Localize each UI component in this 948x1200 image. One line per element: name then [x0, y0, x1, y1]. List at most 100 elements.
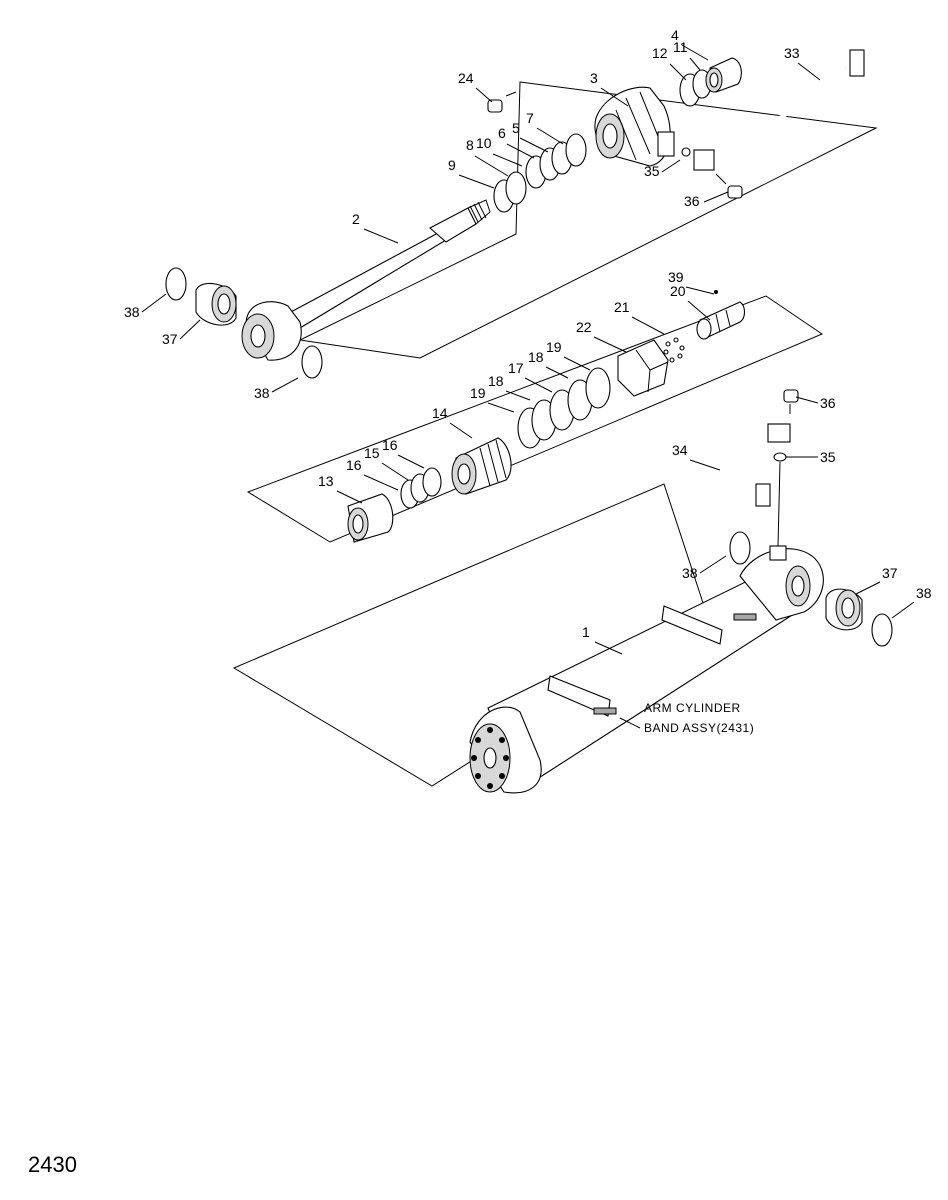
callout-c19a[interactable]: 19	[470, 385, 486, 401]
leader-line-c18a	[505, 390, 531, 401]
leader-line-c38b	[271, 377, 299, 393]
callout-c9[interactable]: 9	[448, 157, 456, 173]
callout-c19b[interactable]: 19	[546, 339, 562, 355]
nut-22[interactable]	[617, 339, 669, 397]
leader-line-c20	[687, 300, 711, 321]
callout-c20[interactable]: 20	[670, 283, 686, 299]
leader-line-c21	[631, 316, 665, 335]
bushing-4[interactable]	[705, 57, 742, 93]
leader-line-c34	[689, 459, 721, 471]
callout-c11[interactable]: 11	[673, 39, 688, 55]
ring-7[interactable]	[565, 133, 587, 167]
callout-c6[interactable]: 6	[498, 125, 506, 141]
leader-line-c38a	[141, 293, 167, 313]
bolt-24[interactable]	[487, 91, 517, 113]
leader-line-c16a	[363, 474, 399, 491]
steel-balls-21[interactable]	[663, 337, 685, 363]
callout-c12[interactable]: 12	[652, 45, 668, 61]
leader-line-c3	[600, 87, 629, 107]
callout-c37b[interactable]: 37	[882, 565, 898, 581]
cylinder-tube[interactable]	[469, 545, 824, 794]
band-assy-note-line2[interactable]: BAND ASSY(2431)	[644, 721, 754, 735]
leader-line-c38c	[699, 555, 727, 574]
callout-c15[interactable]: 15	[364, 445, 380, 461]
callout-c21[interactable]: 21	[614, 299, 630, 315]
leader-line-c33	[797, 62, 821, 81]
leader-line-c35a	[661, 159, 681, 173]
piston-rod[interactable]	[241, 199, 491, 361]
leader-line-c14	[449, 422, 473, 439]
callout-c18a[interactable]: 18	[488, 373, 504, 389]
pipe-33[interactable]	[693, 49, 865, 171]
callout-c37a[interactable]: 37	[162, 331, 178, 347]
callout-c35b[interactable]: 35	[820, 449, 836, 465]
bushing-37-rod[interactable]	[195, 282, 237, 326]
callout-c38b[interactable]: 38	[254, 385, 270, 401]
callout-c13[interactable]: 13	[318, 473, 334, 489]
leader-line-c5	[519, 137, 549, 153]
bolt-36-top[interactable]	[715, 173, 743, 199]
callout-c35a[interactable]: 35	[644, 163, 660, 179]
leader-line-c37a	[179, 319, 201, 340]
dust-seal-38-right[interactable]	[301, 345, 323, 379]
leader-line-c18b	[545, 366, 569, 379]
leader-line-c8	[474, 155, 509, 177]
callout-c33[interactable]: 33	[784, 45, 800, 61]
callout-c16a[interactable]: 16	[346, 457, 362, 473]
leader-line-c11	[689, 57, 701, 71]
callout-c17[interactable]: 17	[508, 360, 524, 376]
dust-seal-38-tube-right[interactable]	[871, 613, 893, 647]
callout-c3[interactable]: 3	[590, 70, 598, 86]
leader-line-c13	[336, 490, 363, 504]
callout-c10[interactable]: 10	[476, 135, 492, 151]
callout-c36a[interactable]: 36	[684, 193, 700, 209]
callout-c24[interactable]: 24	[458, 70, 474, 86]
callout-c38c[interactable]: 38	[682, 565, 698, 581]
callout-layer: 1234567891011121314151616171818191920212…	[124, 27, 932, 655]
callout-c4[interactable]: 4	[671, 27, 679, 43]
bushing-37-tube[interactable]	[825, 588, 863, 631]
leader-line-c6	[506, 143, 535, 159]
bolt-36-bottom[interactable]	[783, 389, 799, 414]
cushion-ring-14[interactable]	[451, 437, 512, 495]
callout-c1[interactable]: 1	[582, 624, 590, 640]
dust-seal-38-tube-left[interactable]	[729, 531, 751, 565]
leader-line-c37b	[855, 581, 881, 595]
callout-c16b[interactable]: 16	[382, 437, 398, 453]
callout-c14[interactable]: 14	[432, 405, 448, 421]
ring-16-b[interactable]	[422, 467, 442, 497]
leader-line-c16b	[397, 454, 425, 469]
callout-c39[interactable]: 39	[668, 269, 684, 285]
o-ring-35-top[interactable]	[681, 147, 691, 157]
callout-c18b[interactable]: 18	[528, 349, 544, 365]
callout-c38a[interactable]: 38	[124, 304, 140, 320]
leader-line-c9	[458, 174, 495, 189]
piston-group-outline	[246, 295, 824, 543]
callout-c34[interactable]: 34	[672, 442, 688, 458]
leader-line-c17	[524, 377, 553, 393]
leader-line-c4	[681, 44, 709, 61]
leader-line-c2	[363, 228, 399, 244]
rod-cover[interactable]	[594, 86, 675, 167]
pipe-34[interactable]	[695, 423, 791, 511]
leader-line-c36a	[703, 191, 729, 203]
callout-c36b[interactable]: 36	[820, 395, 836, 411]
band-assy-note-line1[interactable]: ARM CYLINDER	[644, 701, 741, 715]
leader-line-c19b	[563, 356, 591, 371]
callout-c2[interactable]: 2	[352, 211, 360, 227]
ring-19-b[interactable]	[585, 367, 611, 409]
o-ring-35-bottom[interactable]	[773, 452, 787, 462]
leader-line-c12	[669, 63, 687, 81]
callout-c22[interactable]: 22	[576, 319, 592, 335]
callout-c8[interactable]: 8	[466, 137, 474, 153]
leader-line-c1	[594, 641, 623, 655]
ring-8[interactable]	[505, 171, 527, 205]
pin-39[interactable]	[714, 290, 718, 294]
callout-c7[interactable]: 7	[526, 110, 534, 126]
callout-c5[interactable]: 5	[512, 120, 520, 136]
callout-c38d[interactable]: 38	[916, 585, 932, 601]
assembly-line-35	[777, 461, 781, 547]
dust-seal-38-left[interactable]	[165, 267, 187, 301]
plug-20[interactable]	[696, 301, 746, 340]
bushing-13[interactable]	[347, 493, 394, 543]
